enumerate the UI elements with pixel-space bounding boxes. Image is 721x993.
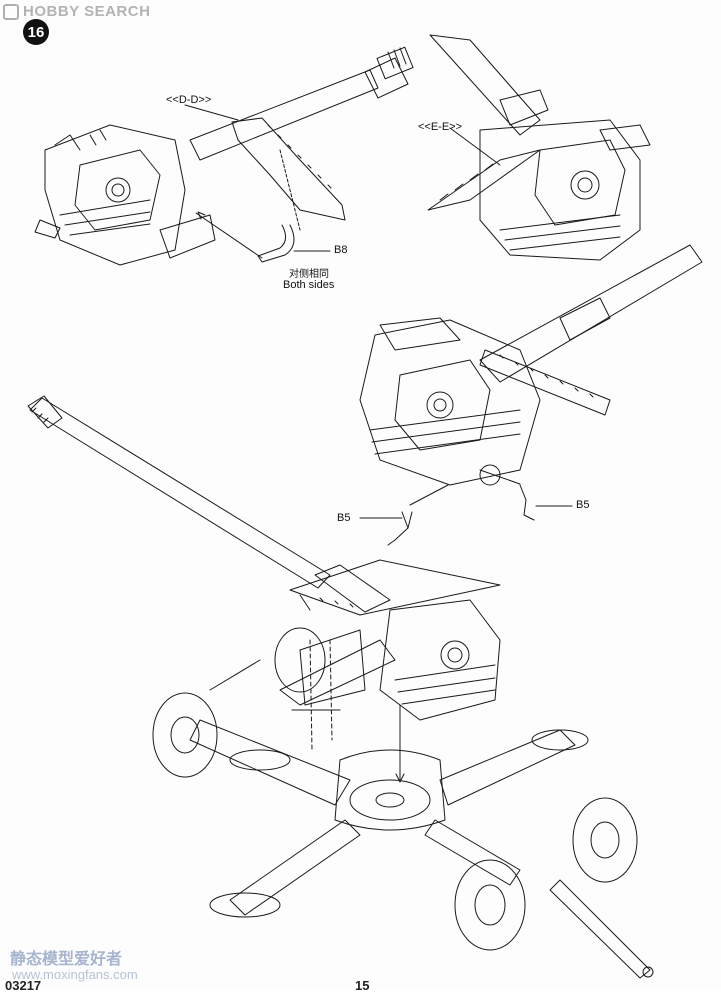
kit-code: 03217 <box>5 978 42 993</box>
both-sides-label-en: Both sides <box>283 279 335 291</box>
step-number-badge: 16 <box>23 19 49 45</box>
view-label-ee: <<E-E>> <box>418 121 463 133</box>
page-number: 15 <box>355 978 370 993</box>
subassembly-b5 <box>359 244 703 546</box>
subassembly-dd <box>34 46 414 266</box>
main-gun-assembly <box>27 395 654 979</box>
view-label-dd: <<D-D>> <box>166 94 212 106</box>
watermark-text: HOBBY SEARCH <box>23 3 151 20</box>
both-sides-label-cn: 对侧相同 <box>289 269 329 280</box>
part-label-b5-left: B5 <box>337 512 351 524</box>
moxingfans-watermark: 静态模型爱好者 <box>10 949 123 968</box>
hobbysearch-logo-icon <box>3 3 19 20</box>
part-label-b5-right: B5 <box>576 499 590 511</box>
hobbysearch-watermark: HOBBY SEARCH <box>3 3 150 20</box>
moxingfans-url: www.moxingfans.com <box>12 967 138 982</box>
part-label-b8: B8 <box>334 244 348 256</box>
subassembly-ee <box>427 34 651 261</box>
